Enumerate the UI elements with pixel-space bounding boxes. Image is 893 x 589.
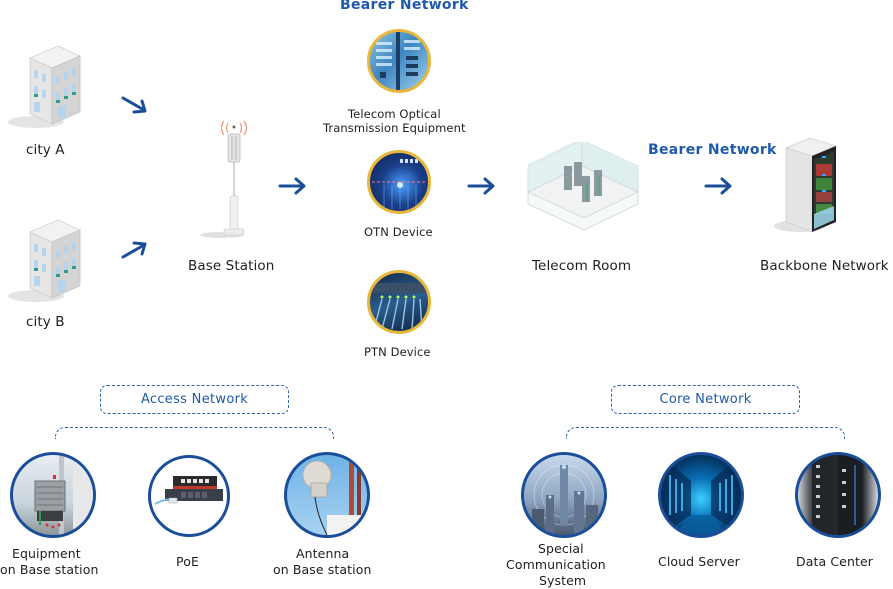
equipment-label-line2: on Base station <box>0 562 99 577</box>
data-center-photo <box>795 452 881 538</box>
cloud-server-photo <box>658 452 744 538</box>
telecom-room-label: Telecom Room <box>532 258 632 274</box>
base-station-label: Base Station <box>188 258 275 274</box>
core-network-bracket <box>566 427 845 439</box>
arrow-up-right-icon <box>120 240 150 260</box>
antenna-label-line1: Antenna <box>296 546 350 561</box>
arrow-down-right-icon <box>120 95 150 115</box>
otn-device-label: OTN Device <box>364 225 433 239</box>
access-network-bracket <box>55 427 334 439</box>
otn-device-photo <box>367 150 431 214</box>
poe-switch-photo <box>148 455 230 537</box>
telecom-optical-equipment-photo <box>367 29 431 93</box>
special-comm-label-line3: System <box>539 573 587 588</box>
city-a-label: city A <box>26 142 65 158</box>
city-b-building-icon <box>6 218 82 304</box>
backbone-server-rack-icon <box>770 134 850 244</box>
data-center-label: Data Center <box>796 554 873 569</box>
special-comm-label-line2: Communication <box>506 557 606 572</box>
cloud-server-label: Cloud Server <box>658 554 740 569</box>
base-station-tower-icon <box>198 118 268 240</box>
telecom-optical-label-line2: Transmission Equipment <box>323 121 466 135</box>
arrow-right-icon <box>467 176 497 196</box>
city-a-building-icon <box>6 44 82 130</box>
special-comm-label-line1: Special <box>538 541 584 556</box>
ptn-device-photo <box>367 270 431 334</box>
arrow-right-icon <box>278 176 308 196</box>
antenna-label-line2: on Base station <box>273 562 372 577</box>
city-b-label: city B <box>26 314 65 330</box>
equipment-label-line1: Equipment <box>12 546 81 561</box>
backbone-network-label: Backbone Network <box>760 258 889 274</box>
poe-label: PoE <box>176 554 199 569</box>
antenna-on-base-station-photo <box>284 452 370 538</box>
bearer-network-heading-top: Bearer Network <box>340 0 469 13</box>
access-network-title: Access Network <box>100 385 289 414</box>
bearer-network-heading-right: Bearer Network <box>648 142 777 158</box>
telecom-optical-label-line1: Telecom Optical <box>348 107 441 121</box>
telecom-room-icon <box>524 142 642 232</box>
equipment-on-base-station-photo <box>10 452 96 538</box>
core-network-title: Core Network <box>611 385 800 414</box>
special-communication-system-photo <box>521 452 607 538</box>
ptn-device-label: PTN Device <box>364 345 431 359</box>
arrow-right-icon <box>704 176 734 196</box>
